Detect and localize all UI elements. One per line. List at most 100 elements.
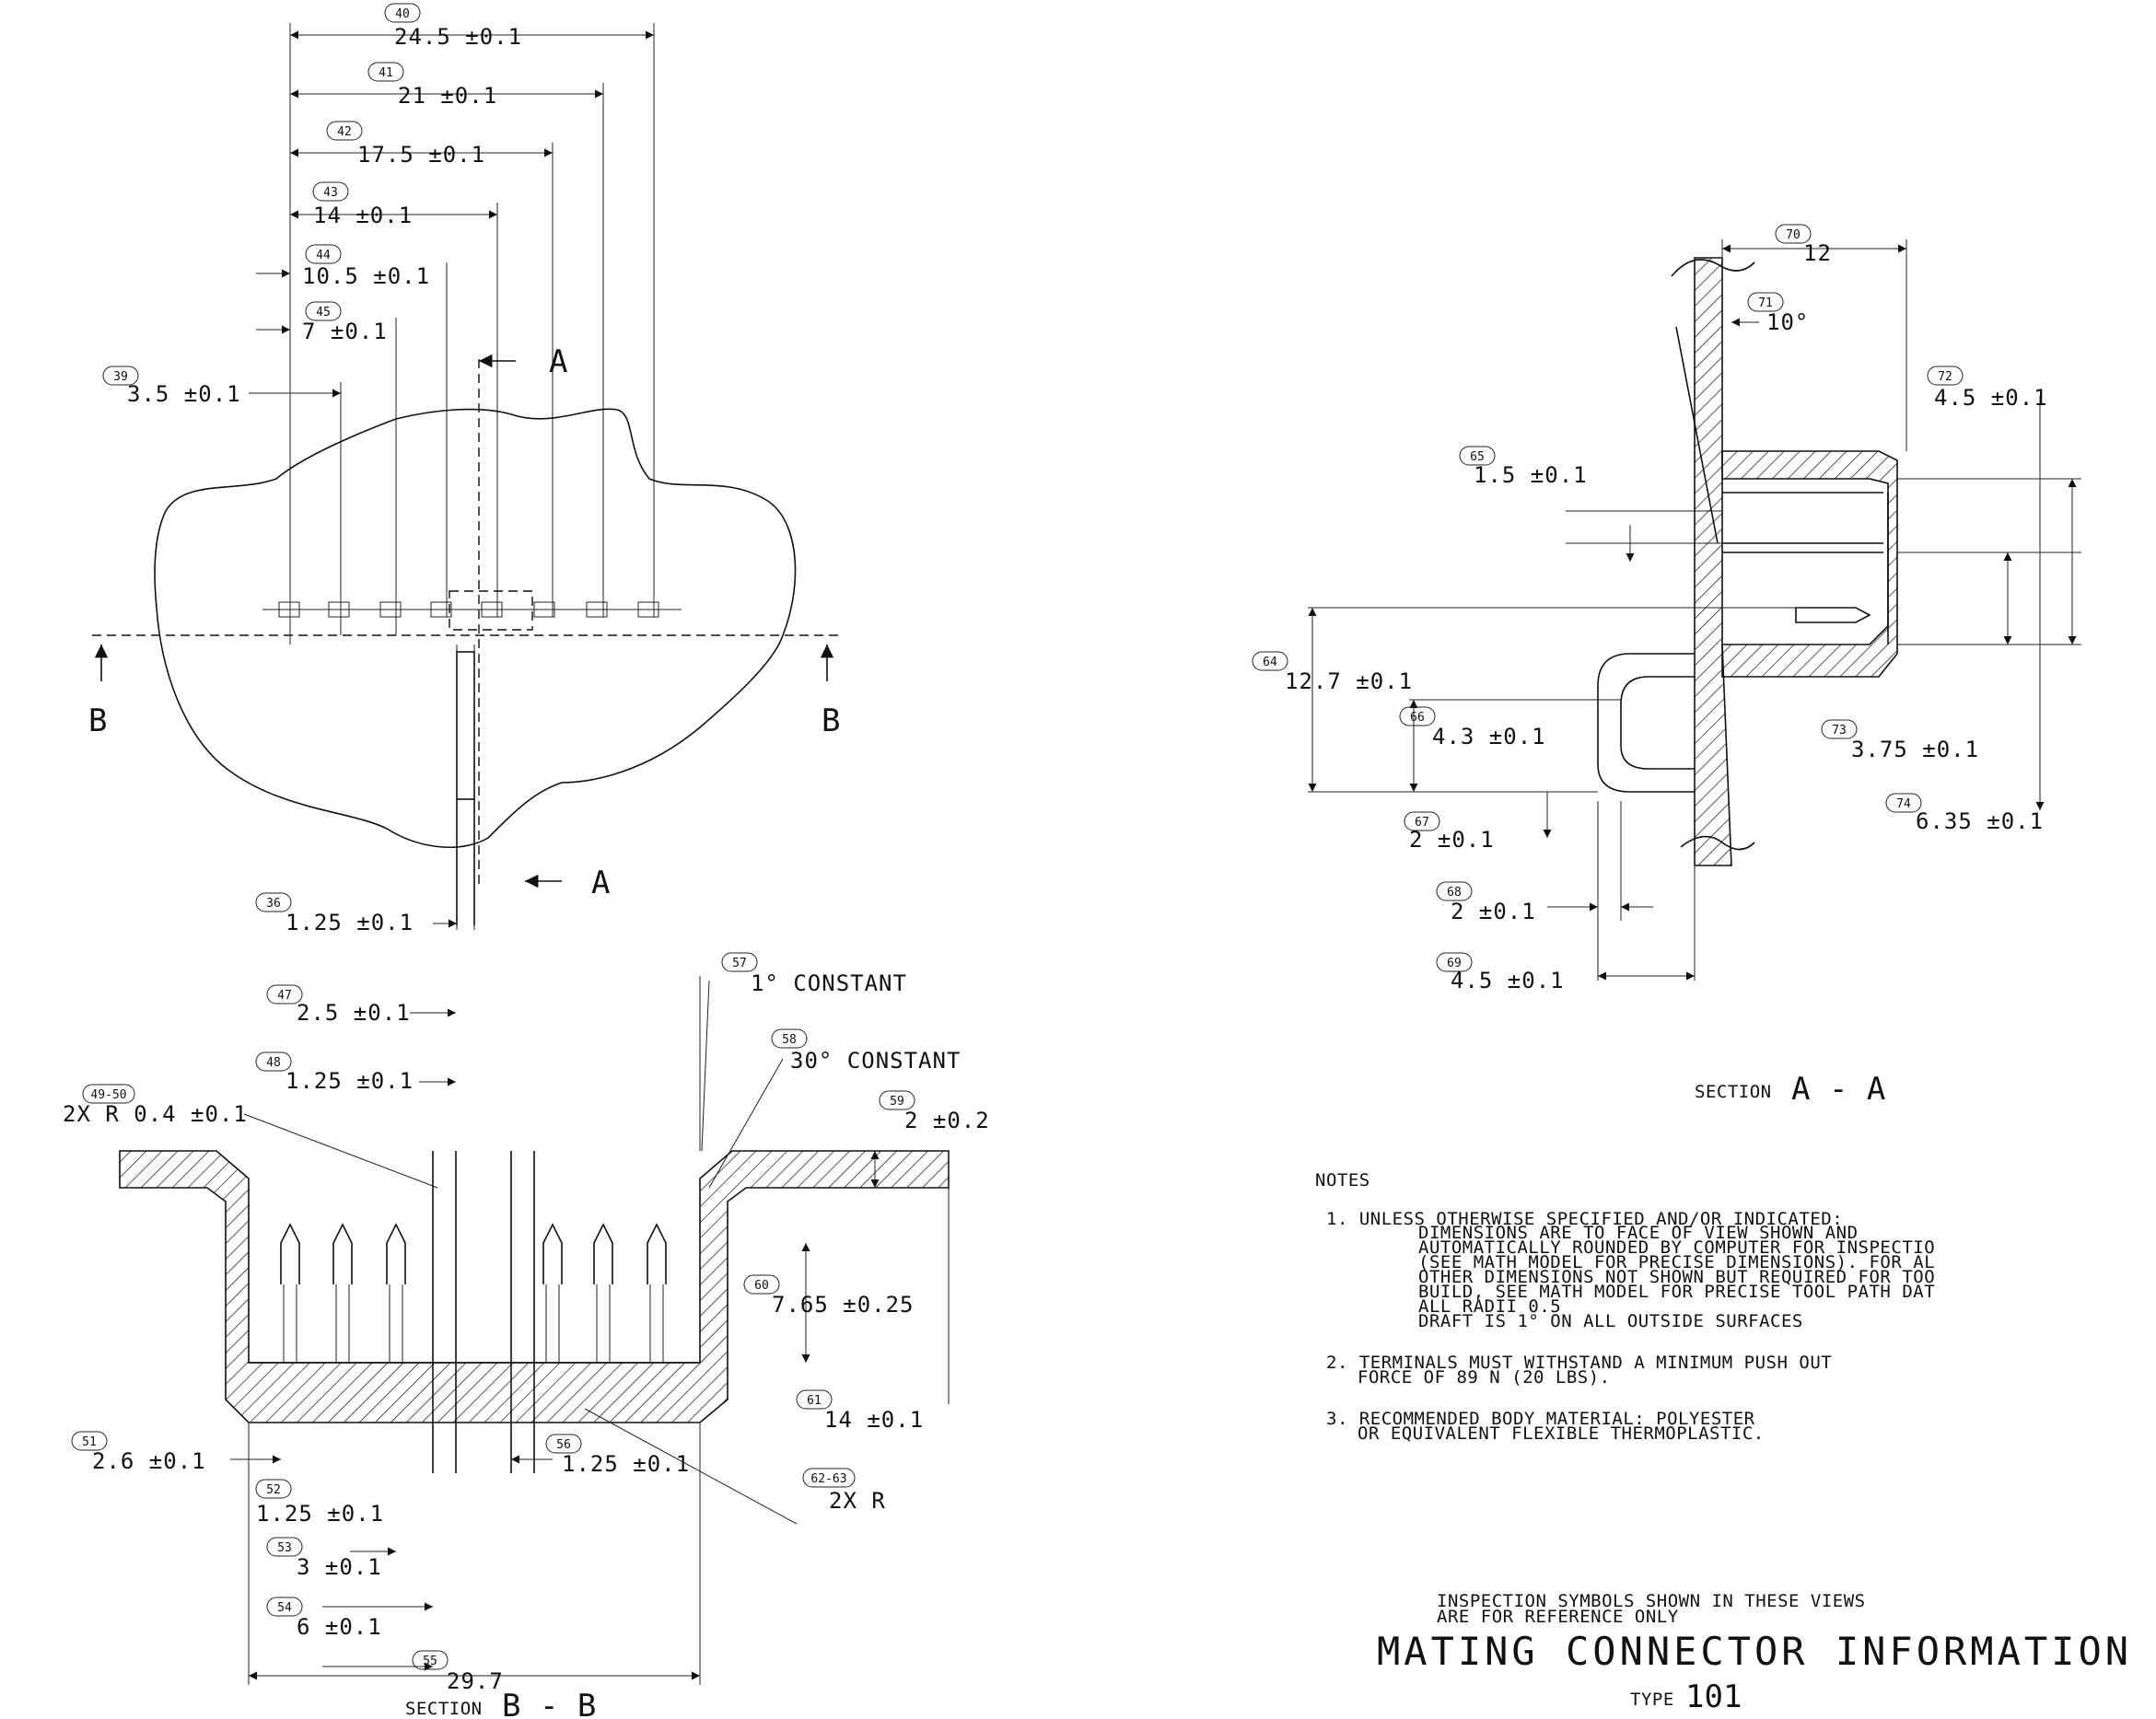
dim-59: 59 2 ±0.2 [879,1090,989,1133]
section-a-marker-top: A [549,343,567,380]
dimension-label: 2X R 0.4 ±0.1 [63,1101,248,1127]
bubble-number: 53 [277,1541,292,1555]
dim-70: 70 12 [1775,224,1831,266]
section-bb-caption-letters: B - B [502,1688,596,1719]
dim-51: 51 2.6 ±0.1 [71,1431,206,1474]
dimension-label: 2 ±0.1 [1409,827,1495,853]
section-bb-labels: 47 2.5 ±0.1 48 1.25 ±0.1 49-50 2X R 0.4 … [63,952,989,1719]
note-line: 2. TERMINALS MUST WITHSTAND A MINIMUM PU… [1326,1353,1832,1373]
dimension-label: 3.5 ±0.1 [127,381,241,407]
section-b-marker-right: B [822,703,840,739]
dimension-label: 29.7 [447,1668,504,1694]
dimension-label: 4.5 ±0.1 [1934,385,2048,411]
section-a-marker-bottom: A [591,865,610,901]
section-bb-caption: SECTION B - B [405,1688,596,1719]
bubble-number: 36 [266,897,281,911]
dimension-label: 1.25 ±0.1 [286,1068,414,1094]
dim-42: 42 17.5 ±0.1 [326,121,485,168]
dim-45: 45 7 ±0.1 [302,301,387,344]
top-view [92,23,838,930]
note-line: AUTOMATICALLY ROUNDED BY COMPUTER FOR IN… [1418,1237,1935,1258]
bubble-number: 42 [337,125,352,139]
bubble-number: 73 [1832,724,1847,738]
dimension-label: 21 ±0.1 [398,83,497,109]
note-line: 3. RECOMMENDED BODY MATERIAL: POLYESTER [1326,1409,1755,1429]
bubble-number: 55 [423,1655,437,1668]
dimension-label: 14 ±0.1 [313,203,413,228]
bubble-number: 74 [1896,797,1911,811]
dimension-label: 1° CONSTANT [751,970,907,996]
section-aa-view [1308,239,2081,981]
note-line: OR EQUIVALENT FLEXIBLE THERMOPLASTIC. [1358,1423,1765,1444]
bubble-number: 67 [1415,816,1429,830]
bubble-number: 39 [113,370,128,384]
bubble-number: 40 [395,7,410,21]
note-line: FORCE OF 89 N (20 LBS). [1358,1367,1611,1388]
inspection-note-line-2: ARE FOR REFERENCE ONLY [1437,1607,1679,1627]
dim-60: 60 7.65 ±0.25 [743,1274,915,1318]
bubble-number: 58 [782,1033,797,1047]
dim-39: 39 3.5 ±0.1 [102,366,241,407]
bubble-number: 62-63 [810,1472,846,1486]
dim-47: 47 2.5 ±0.1 [266,984,411,1026]
dim-72: 72 4.5 ±0.1 [1927,366,2048,411]
dim-65: 65 1.5 ±0.1 [1459,446,1588,488]
dimension-label: 2.5 ±0.1 [297,1000,411,1026]
type-value: 101 [1685,1678,1742,1715]
bubble-number: 54 [277,1601,292,1615]
section-aa-caption-prefix: SECTION [1695,1082,1772,1102]
dimension-label: 7.65 ±0.25 [772,1292,915,1318]
note-line: (SEE MATH MODEL FOR PRECISE DIMENSIONS).… [1418,1252,1935,1272]
bubble-number: 61 [807,1394,822,1408]
dim-56: 56 1.25 ±0.1 [545,1434,690,1477]
dim-57: 57 1° CONSTANT [721,952,907,996]
dim-64: 64 12.7 ±0.1 [1252,651,1413,694]
section-bb-view [119,976,950,1685]
dim-74: 74 6.35 ±0.1 [1885,793,2044,834]
dimension-label: 12.7 ±0.1 [1285,668,1413,694]
dimension-label: 14 ±0.1 [824,1407,924,1433]
dimension-label: 10° [1766,309,1809,335]
section-aa-caption: SECTION A - A [1695,1071,1885,1108]
bubble-number: 41 [379,66,393,80]
section-aa-labels: 70 12 71 10° 72 4.5 ±0.1 65 1.5 ±0.1 64 … [1252,224,2048,1108]
section-aa-caption-letters: A - A [1791,1071,1885,1108]
dimension-label: 30° CONSTANT [790,1048,961,1074]
bubble-number: 56 [556,1438,571,1452]
dimension-label: 24.5 ±0.1 [394,24,522,50]
note-line: 1. UNLESS OTHERWISE SPECIFIED AND/OR IND… [1326,1209,1843,1229]
bubble-number: 59 [890,1095,904,1109]
dim-68: 68 2 ±0.1 [1436,881,1535,924]
dim-54: 54 6 ±0.1 [266,1597,382,1640]
dim-67: 67 2 ±0.1 [1404,811,1495,853]
dim-44: 44 10.5 ±0.1 [302,244,429,289]
dimension-label: 1.25 ±0.1 [562,1451,690,1477]
dimension-label: 4.5 ±0.1 [1451,968,1565,993]
note-line: OTHER DIMENSIONS NOT SHOWN BUT REQUIRED … [1418,1267,1935,1287]
dimension-label: 1.25 ±0.1 [256,1501,384,1527]
dimension-label: 6 ±0.1 [297,1614,382,1640]
bubble-number: 60 [754,1279,769,1293]
dimension-label: 2.6 ±0.1 [92,1448,206,1474]
dim-48: 48 1.25 ±0.1 [255,1051,414,1094]
dim-62-63: 62-63 2X R [802,1468,886,1514]
bubble-number: 69 [1447,957,1462,970]
dim-40: 40 24.5 ±0.1 [384,3,522,50]
dim-69: 69 4.5 ±0.1 [1436,952,1565,993]
drawing-title: MATING CONNECTOR INFORMATION [1377,1629,2132,1674]
dimension-label: 1.5 ±0.1 [1474,462,1588,488]
dim-71: 71 10° [1747,292,1809,335]
dim-58: 58 30° CONSTANT [771,1028,961,1074]
section-bb-caption-prefix: SECTION [405,1699,483,1719]
dimension-label: 6.35 ±0.1 [1916,808,2044,834]
bubble-number: 65 [1470,450,1485,464]
bubble-number: 70 [1786,228,1801,242]
type-label: TYPE [1630,1690,1674,1710]
dim-73: 73 3.75 ±0.1 [1821,719,1978,762]
dimension-label: 2X R [829,1488,886,1514]
bubble-number: 49-50 [90,1088,126,1102]
bubble-number: 47 [277,989,292,1003]
dimension-label: 17.5 ±0.1 [357,142,485,168]
notes-heading: NOTES [1315,1170,1370,1191]
dim-43: 43 14 ±0.1 [312,181,413,228]
